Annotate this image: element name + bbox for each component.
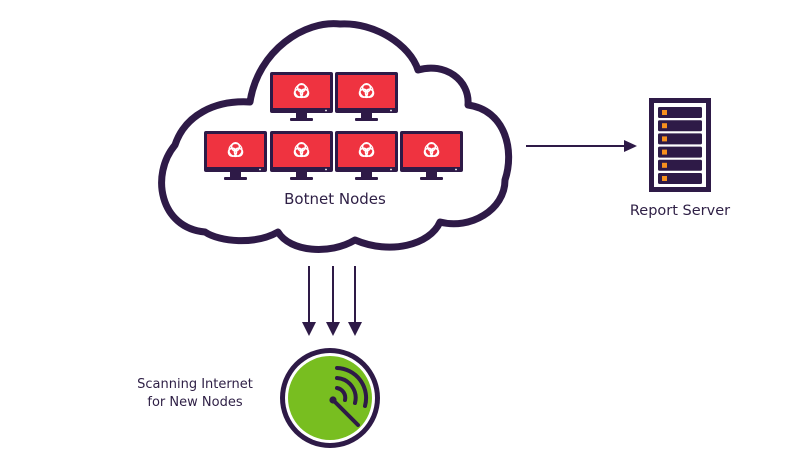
arrow-to-server <box>526 140 637 152</box>
botnet-nodes-label: Botnet Nodes <box>284 190 386 208</box>
report-server-label: Report Server <box>629 203 731 219</box>
server-slot <box>658 146 702 158</box>
server-slot <box>658 159 702 171</box>
server-led <box>662 176 667 181</box>
server-led <box>662 136 667 142</box>
arrows-to-scanner <box>302 266 362 336</box>
scanning-label-line1: Scanning Internet <box>137 377 253 392</box>
server-led <box>662 149 667 155</box>
scanning-label: Scanning Internet for New Nodes <box>120 376 270 412</box>
server-led <box>662 123 667 129</box>
server-slot <box>658 120 702 132</box>
radar-signal-icon <box>280 348 380 448</box>
server-led <box>662 162 667 168</box>
server-led <box>662 110 667 115</box>
server-slot <box>658 107 702 118</box>
server-slot <box>658 173 702 184</box>
scanning-label-line2: for New Nodes <box>147 395 243 410</box>
server-slot <box>658 133 702 145</box>
server-icon <box>649 98 711 192</box>
